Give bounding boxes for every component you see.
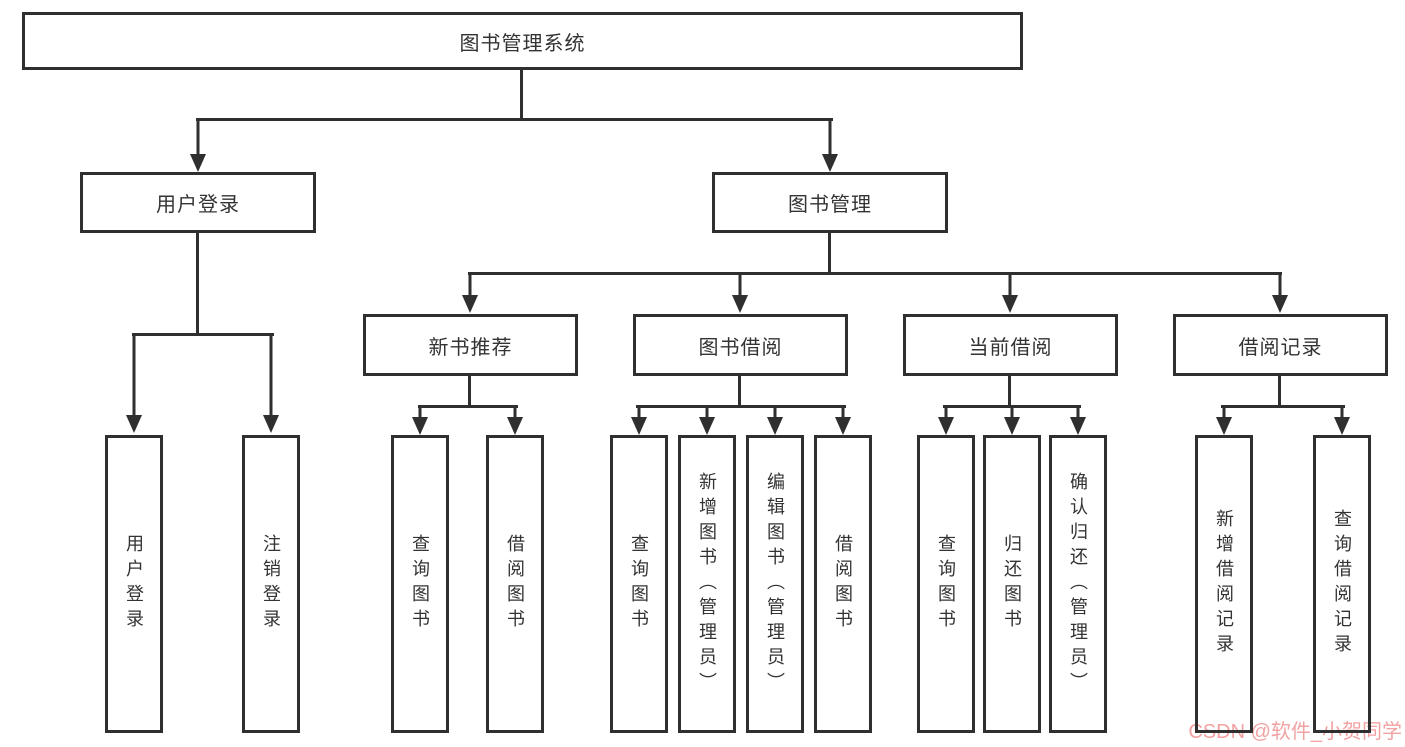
arrow-to-leaf-logout bbox=[263, 333, 279, 433]
node-leaf-bb-add-book-admin-label: 新增图书（管理员） bbox=[697, 471, 717, 697]
connector-book-borrow-stub bbox=[738, 376, 741, 408]
arrow-to-user-login bbox=[190, 118, 206, 172]
connector-root-hline bbox=[196, 118, 833, 121]
connector-new-book-recommend-hline bbox=[418, 405, 518, 408]
node-leaf-cb-return-book: 归还图书 bbox=[983, 435, 1041, 733]
node-new-book-recommend: 新书推荐 bbox=[363, 314, 578, 376]
node-leaf-bb-query-books-label: 查询图书 bbox=[629, 534, 649, 634]
arrow-nbr-borrow-books bbox=[507, 405, 523, 435]
connector-user-login-hline bbox=[132, 333, 274, 336]
node-borrow-records-label: 借阅记录 bbox=[1238, 336, 1323, 359]
arrow-to-current-borrow bbox=[1002, 272, 1018, 313]
node-leaf-nbr-borrow-books: 借阅图书 bbox=[486, 435, 544, 733]
connector-new-book-recommend-stub bbox=[468, 376, 471, 408]
node-leaf-nbr-query-books: 查询图书 bbox=[391, 435, 449, 733]
connector-current-borrow-stub bbox=[1008, 376, 1011, 408]
connector-book-borrow-hline bbox=[636, 405, 846, 408]
node-book-management: 图书管理 bbox=[712, 172, 948, 233]
connector-borrow-records-stub bbox=[1278, 376, 1281, 408]
arrow-to-book-borrow bbox=[732, 272, 748, 313]
node-user-login: 用户登录 bbox=[80, 172, 316, 233]
node-leaf-user-login: 用户登录 bbox=[105, 435, 163, 733]
connector-borrow-records-hline bbox=[1221, 405, 1345, 408]
arrow-bb-query-books bbox=[631, 405, 647, 435]
arrow-br-add-record bbox=[1216, 405, 1232, 435]
arrow-to-leaf-user-login bbox=[126, 333, 142, 433]
node-leaf-nbr-query-books-label: 查询图书 bbox=[410, 534, 430, 634]
node-root-system-label: 图书管理系统 bbox=[459, 32, 586, 55]
node-leaf-br-add-record: 新增借阅记录 bbox=[1195, 435, 1253, 733]
node-leaf-br-add-record-label: 新增借阅记录 bbox=[1214, 509, 1234, 659]
node-book-borrow-label: 图书借阅 bbox=[698, 336, 783, 359]
node-leaf-cb-query-books: 查询图书 bbox=[917, 435, 975, 733]
arrow-bb-edit-book bbox=[767, 405, 783, 435]
node-leaf-nbr-borrow-books-label: 借阅图书 bbox=[505, 534, 525, 634]
node-book-management-label: 图书管理 bbox=[788, 194, 872, 216]
node-leaf-bb-edit-book-admin: 编辑图书（管理员） bbox=[746, 435, 804, 733]
csdn-watermark: CSDN @软件_小贺同学 bbox=[1188, 721, 1402, 743]
connector-root-stub bbox=[520, 70, 523, 121]
node-leaf-logout: 注销登录 bbox=[242, 435, 300, 733]
node-leaf-logout-label: 注销登录 bbox=[261, 534, 281, 634]
arrow-cb-query-books bbox=[938, 405, 954, 435]
node-leaf-cb-confirm-return-admin: 确认归还（管理员） bbox=[1049, 435, 1107, 733]
node-leaf-bb-query-books: 查询图书 bbox=[610, 435, 668, 733]
connector-book-management-hline bbox=[468, 272, 1282, 275]
node-user-login-label: 用户登录 bbox=[156, 194, 240, 216]
arrow-to-new-book-recommend bbox=[462, 272, 478, 313]
node-current-borrow-label: 当前借阅 bbox=[968, 336, 1053, 359]
node-current-borrow: 当前借阅 bbox=[903, 314, 1118, 376]
node-borrow-records: 借阅记录 bbox=[1173, 314, 1388, 376]
node-leaf-user-login-label: 用户登录 bbox=[124, 534, 144, 634]
node-new-book-recommend-label: 新书推荐 bbox=[428, 336, 513, 359]
arrow-to-borrow-records bbox=[1272, 272, 1288, 313]
node-leaf-br-query-record-label: 查询借阅记录 bbox=[1332, 509, 1352, 659]
connector-book-management-stub bbox=[828, 233, 831, 275]
node-leaf-br-query-record: 查询借阅记录 bbox=[1313, 435, 1371, 733]
node-root-system: 图书管理系统 bbox=[22, 12, 1023, 70]
node-leaf-bb-edit-book-admin-label: 编辑图书（管理员） bbox=[765, 471, 785, 697]
arrow-nbr-query-books bbox=[412, 405, 428, 435]
arrow-to-book-management bbox=[822, 118, 838, 172]
node-leaf-cb-query-books-label: 查询图书 bbox=[936, 534, 956, 634]
connector-user-login-stub bbox=[196, 233, 199, 336]
arrow-bb-add-book bbox=[699, 405, 715, 435]
node-leaf-bb-borrow-books: 借阅图书 bbox=[814, 435, 872, 733]
arrow-cb-return-book bbox=[1004, 405, 1020, 435]
node-leaf-cb-confirm-return-admin-label: 确认归还（管理员） bbox=[1068, 471, 1088, 697]
node-book-borrow: 图书借阅 bbox=[633, 314, 848, 376]
arrow-cb-confirm-return bbox=[1070, 405, 1086, 435]
node-leaf-bb-add-book-admin: 新增图书（管理员） bbox=[678, 435, 736, 733]
node-leaf-bb-borrow-books-label: 借阅图书 bbox=[833, 534, 853, 634]
arrow-br-query-record bbox=[1334, 405, 1350, 435]
node-leaf-cb-return-book-label: 归还图书 bbox=[1002, 534, 1022, 634]
arrow-bb-borrow-books bbox=[835, 405, 851, 435]
